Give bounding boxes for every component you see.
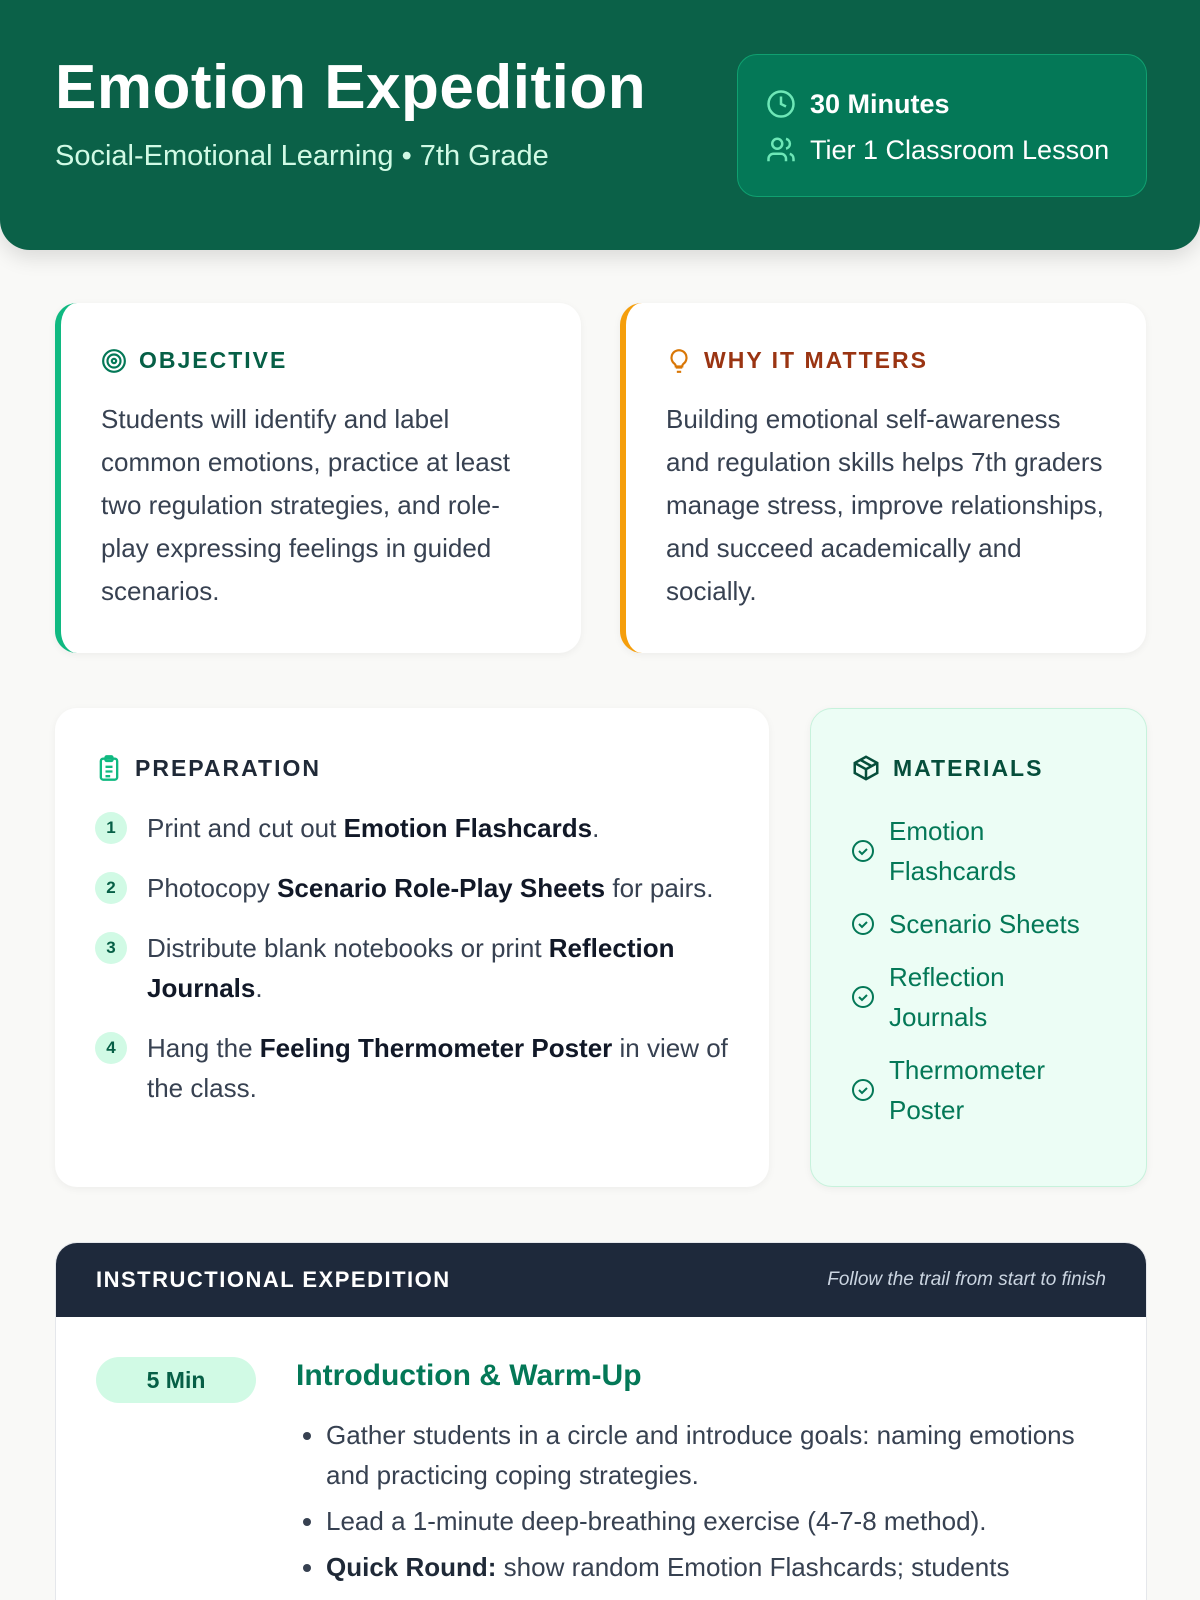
step-item: Emotion Flashcards: [343, 813, 593, 843]
step-text: Distribute blank notebooks or print: [147, 933, 549, 963]
step-text: Hang the: [147, 1033, 260, 1063]
step-text: Print and cut out: [147, 813, 344, 843]
material-item: Emotion Flashcards: [851, 811, 1126, 891]
step-title: Introduction & Warm-Up: [296, 1359, 642, 1392]
bullet-item: Lead a 1-minute deep-breathing exercise …: [326, 1501, 1086, 1541]
check-circle-icon: [852, 840, 874, 862]
material-item: Thermometer Poster: [851, 1050, 1126, 1130]
prep-step: 4 Hang the Feeling Thermometer Poster in …: [95, 1028, 729, 1108]
package-icon: [853, 755, 879, 781]
step-text: for pairs.: [605, 873, 714, 903]
check-circle-icon: [852, 1079, 874, 1101]
objective-label: OBJECTIVE: [139, 347, 288, 373]
material-name: Reflection Journals: [889, 962, 1005, 1032]
clipboard-list-icon: [99, 755, 119, 781]
step-number: 4: [95, 1032, 127, 1064]
time-badge: 5 Min: [96, 1357, 256, 1403]
bullet-text: show random Emotion Flashcards; students: [496, 1552, 1010, 1582]
step-item: Feeling Thermometer Poster: [259, 1033, 613, 1063]
objective-card: OBJECTIVE Students will identify and lab…: [55, 303, 581, 653]
tier: Tier 1 Classroom Lesson: [810, 134, 1110, 165]
bullet-bold: Quick Round:: [326, 1552, 497, 1582]
step-number: 3: [95, 932, 127, 964]
prep-step: 3 Distribute blank notebooks or print Ref…: [95, 928, 729, 1008]
step-item: Reflection Journals: [147, 933, 675, 1003]
material-name: Scenario Sheets: [889, 909, 1080, 939]
material-item: Reflection Journals: [851, 957, 1126, 1037]
page-subtitle: Social-Emotional Learning • 7th Grade: [55, 140, 549, 172]
check-circle-icon: [852, 913, 874, 935]
step-text: in view of the class.: [147, 1033, 728, 1103]
step-item: Scenario Role-Play Sheets: [277, 873, 606, 903]
lesson-header: Emotion Expedition Social-Emotional Lear…: [0, 0, 1200, 250]
clock-icon: [767, 90, 795, 118]
why-it-matters-card: WHY IT MATTERS Building emotional self-a…: [620, 303, 1146, 653]
why-text: Building emotional self-awareness and re…: [666, 404, 1104, 606]
material-name: Emotion Flashcards: [889, 816, 1017, 886]
materials-card: MATERIALS Emotion Flashcards Scenario Sh…: [810, 708, 1147, 1187]
bullet-text: Lead a 1-minute deep-breathing exercise …: [326, 1506, 987, 1536]
lightbulb-icon: [670, 348, 688, 373]
lesson-meta-box: 30 Minutes Tier 1 Classroom Lesson: [737, 54, 1147, 197]
section-title: INSTRUCTIONAL EXPEDITION: [96, 1267, 451, 1292]
preparation-label: PREPARATION: [135, 754, 321, 781]
preparation-card: PREPARATION 1 Print and cut out Emotion F…: [55, 708, 769, 1187]
material-item: Scenario Sheets: [851, 904, 1126, 944]
prep-step: 1 Print and cut out Emotion Flashcards.: [95, 808, 729, 848]
section-header: INSTRUCTIONAL EXPEDITION Follow the trai…: [56, 1243, 1146, 1317]
prep-step: 2 Photocopy Scenario Role-Play Sheets for…: [95, 868, 729, 908]
target-icon: [102, 348, 126, 373]
why-label: WHY IT MATTERS: [704, 347, 928, 373]
bullet-text: Gather students in a circle and introduc…: [326, 1420, 1075, 1490]
materials-label: MATERIALS: [893, 754, 1044, 781]
check-circle-icon: [852, 986, 874, 1008]
users-icon: [767, 137, 795, 162]
step-text: .: [255, 973, 263, 1003]
page-title: Emotion Expedition: [55, 53, 647, 122]
section-note: Follow the trail from start to finish: [827, 1269, 1106, 1290]
objective-text: Students will identify and label common …: [101, 404, 510, 606]
step-text: Photocopy: [147, 873, 278, 903]
step-number: 2: [95, 872, 127, 904]
instructional-expedition: INSTRUCTIONAL EXPEDITION Follow the trai…: [55, 1242, 1147, 1600]
duration: 30 Minutes: [810, 88, 950, 119]
step-number: 1: [95, 812, 127, 844]
bullet-item: Gather students in a circle and introduc…: [326, 1415, 1086, 1495]
step-text: .: [592, 813, 600, 843]
bullet-item: Quick Round: show random Emotion Flashca…: [326, 1547, 1086, 1587]
material-name: Thermometer Poster: [889, 1055, 1046, 1125]
